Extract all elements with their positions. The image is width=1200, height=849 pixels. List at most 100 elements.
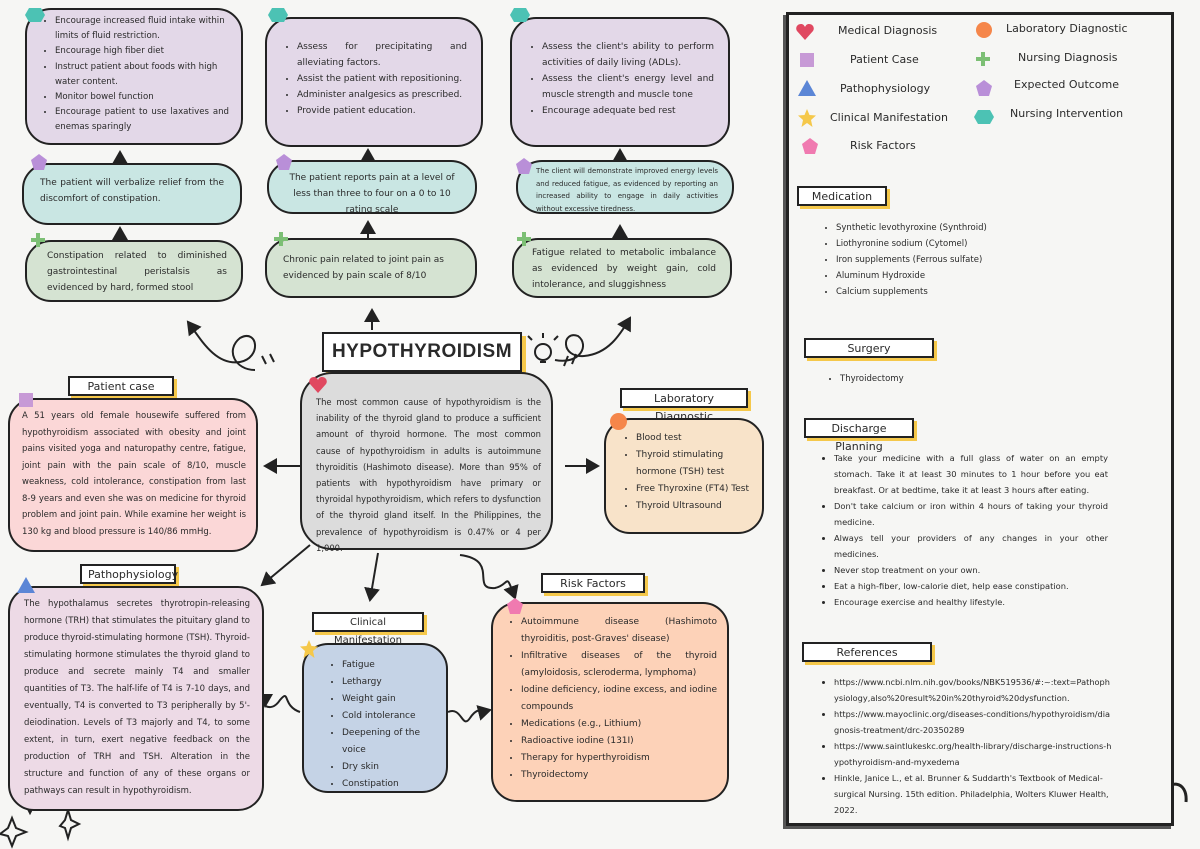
clinical-manifestation-title: Clinical Manifestation xyxy=(312,612,424,646)
legend-item: Nursing Diagnosis xyxy=(976,49,1156,71)
cross-icon xyxy=(517,232,531,246)
list-item: Assess the client's ability to perform a… xyxy=(542,39,714,71)
nursing-diagnosis-box-1: Constipation related to diminished gastr… xyxy=(25,240,243,302)
list-item: Weight gain xyxy=(342,691,436,708)
references-list: https://www.ncbi.nlm.nih.gov/books/NBK51… xyxy=(818,674,1114,818)
pathophysiology-box: The hypothalamus secretes thyrotropin-re… xyxy=(8,586,264,811)
nursing-diagnosis-box-3: Fatigue related to metabolic imbalance a… xyxy=(512,238,732,298)
legend-item: Clinical Manifestation xyxy=(796,109,976,131)
laboratory-list: Blood test Thyroid stimulating hormone (… xyxy=(620,430,754,515)
risk-factors-list: Autoimmune disease (Hashimoto thyroiditi… xyxy=(505,614,717,784)
pathophysiology-text: The hypothalamus secretes thyrotropin-re… xyxy=(24,599,250,796)
legend-label: Laboratory Diagnostic xyxy=(1006,22,1128,35)
intervention-list-3: Assess the client's ability to perform a… xyxy=(526,39,714,119)
cross-icon xyxy=(31,233,45,247)
list-item: Constipation xyxy=(342,776,436,793)
intervention-box-2: Assess for precipitating and alleviating… xyxy=(265,17,483,147)
intervention-box-1: Encourage increased fluid intake within … xyxy=(25,8,243,145)
nursing-diagnosis-text-2: Chronic pain related to joint pain as ev… xyxy=(283,255,444,281)
outcome-text-2: The patient reports pain at a level of l… xyxy=(289,173,455,215)
cross-icon xyxy=(274,232,288,246)
legend-item: Nursing Intervention xyxy=(974,107,1156,129)
heart-icon xyxy=(309,377,327,393)
clinical-manifestation-list: Fatigue Lethargy Weight gain Cold intole… xyxy=(326,657,436,793)
discharge-title: Discharge Planning xyxy=(804,418,914,453)
medical-diagnosis-text: The most common cause of hypothyroidism … xyxy=(316,397,541,553)
nursing-diagnosis-text-1: Constipation related to diminished gastr… xyxy=(47,251,227,293)
nursing-diagnosis-box-2: Chronic pain related to joint pain as ev… xyxy=(265,238,477,298)
hexagon-icon xyxy=(25,8,45,22)
medical-diagnosis-box: The most common cause of hypothyroidism … xyxy=(300,372,553,553)
legend: Medical Diagnosis Laboratory Diagnostic … xyxy=(796,18,1156,168)
list-item: Cold intolerance xyxy=(342,708,436,725)
list-item: Encourage patient to use laxatives and e… xyxy=(55,105,229,135)
list-item: Assist the patient with repositioning. xyxy=(297,71,467,87)
legend-item: Pathophysiology xyxy=(796,80,976,102)
intervention-list-1: Encourage increased fluid intake within … xyxy=(39,14,229,136)
pentagon-icon xyxy=(276,154,292,170)
legend-label: Risk Factors xyxy=(850,139,916,152)
square-icon xyxy=(800,53,814,67)
patient-case-text: A 51 years old female housewife suffered… xyxy=(22,411,246,537)
list-item: Dry skin xyxy=(342,759,436,776)
pentagon-icon xyxy=(976,80,992,96)
legend-item: Patient Case xyxy=(796,51,976,73)
outcome-text-3: The client will demonstrate improved ene… xyxy=(536,167,718,213)
list-item: Radioactive iodine (131I) xyxy=(521,733,717,750)
square-icon xyxy=(19,393,33,407)
heart-icon xyxy=(796,24,814,40)
page-title: HYPOTHYROIDISM xyxy=(322,332,522,372)
circle-icon xyxy=(610,413,627,430)
reference-link[interactable]: https://www.mayoclinic.org/diseases-cond… xyxy=(834,706,1114,738)
list-item: Medications (e.g., Lithium) xyxy=(521,716,717,733)
list-item: Encourage increased fluid intake within … xyxy=(55,14,229,44)
list-item: Calcium supplements xyxy=(836,284,1138,300)
legend-label: Expected Outcome xyxy=(1014,78,1120,91)
patient-case-box: A 51 years old female housewife suffered… xyxy=(8,398,258,552)
legend-item: Laboratory Diagnostic xyxy=(976,20,1156,42)
pathophysiology-title: Pathophysiology xyxy=(80,564,178,584)
legend-label: Clinical Manifestation xyxy=(830,111,948,124)
triangle-icon xyxy=(17,577,35,593)
list-item: Assess the client's energy level and mus… xyxy=(542,71,714,103)
surgery-list: Thyroidectomy xyxy=(822,371,1122,387)
discharge-list: Take your medicine with a full glass of … xyxy=(818,450,1108,610)
list-item: Thyroid stimulating hormone (TSH) test xyxy=(636,447,754,481)
list-item: Blood test xyxy=(636,430,754,447)
intervention-box-3: Assess the client's ability to perform a… xyxy=(510,17,730,147)
list-item: Administer analgesics as prescribed. xyxy=(297,87,467,103)
reference-link[interactable]: https://www.ncbi.nlm.nih.gov/books/NBK51… xyxy=(834,674,1114,706)
triangle-icon xyxy=(798,80,816,96)
legend-item: Medical Diagnosis xyxy=(796,22,976,44)
list-item: Encourage exercise and healthy lifestyle… xyxy=(834,594,1108,610)
list-item: Liothyronine sodium (Cytomel) xyxy=(836,236,1138,252)
cross-icon xyxy=(976,52,990,66)
legend-item: Expected Outcome xyxy=(976,78,1156,100)
legend-label: Nursing Intervention xyxy=(1010,107,1124,120)
list-item: Free Thyroxine (FT4) Test xyxy=(636,481,754,498)
list-item: Thyroidectomy xyxy=(521,767,717,784)
reference-link[interactable]: https://www.saintlukeskc.org/health-libr… xyxy=(834,738,1114,770)
list-item: Monitor bowel function xyxy=(55,90,229,105)
list-item: Instruct patient about foods with high w… xyxy=(55,60,229,90)
list-item: Eat a high-fiber, low-calorie diet, help… xyxy=(834,578,1108,594)
list-item: Iodine deficiency, iodine excess, and io… xyxy=(521,682,717,716)
outcome-box-1: The patient will verbalize relief from t… xyxy=(22,163,242,225)
pentagon-icon xyxy=(516,158,532,174)
medication-title: Medication xyxy=(797,186,887,206)
list-item: Thyroid Ultrasound xyxy=(636,498,754,515)
hexagon-icon xyxy=(268,8,288,22)
star-icon xyxy=(300,640,318,658)
list-item: Lethargy xyxy=(342,674,436,691)
laboratory-title: Laboratory Diagnostic xyxy=(620,388,748,423)
pentagon-pink-icon xyxy=(802,138,818,154)
list-item: Thyroidectomy xyxy=(840,371,1122,387)
list-item: Deepening of the voice xyxy=(342,725,436,759)
hexagon-icon xyxy=(974,110,994,124)
references-title: References xyxy=(802,642,932,662)
list-item: Don't take calcium or iron within 4 hour… xyxy=(834,498,1108,530)
list-item: Assess for precipitating and alleviating… xyxy=(297,39,467,71)
list-item: Autoimmune disease (Hashimoto thyroiditi… xyxy=(521,614,717,648)
list-item: Encourage high fiber diet xyxy=(55,44,229,59)
nursing-diagnosis-text-3: Fatigue related to metabolic imbalance a… xyxy=(532,248,716,290)
